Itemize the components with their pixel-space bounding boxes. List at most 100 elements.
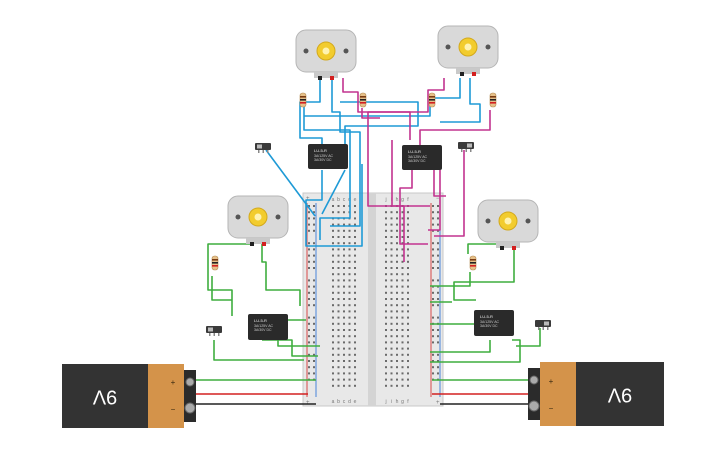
breadboard-hole[interactable] bbox=[354, 304, 356, 307]
breadboard-hole[interactable] bbox=[337, 322, 340, 325]
breadboard-hole[interactable] bbox=[385, 378, 387, 381]
breadboard-hole[interactable] bbox=[407, 217, 409, 220]
breadboard-hole[interactable] bbox=[385, 267, 387, 269]
breadboard-hole[interactable] bbox=[354, 353, 356, 356]
breadboard-hole[interactable] bbox=[385, 242, 387, 245]
slide-switch[interactable] bbox=[255, 143, 271, 153]
breadboard-hole[interactable] bbox=[390, 378, 393, 381]
breadboard-hole[interactable] bbox=[396, 223, 398, 226]
breadboard-rail-hole[interactable] bbox=[308, 229, 310, 232]
breadboard-hole[interactable] bbox=[407, 304, 409, 307]
breadboard-rail-hole[interactable] bbox=[313, 322, 315, 325]
breadboard-hole[interactable] bbox=[343, 316, 345, 319]
breadboard-rail-hole[interactable] bbox=[308, 285, 310, 288]
breadboard-hole[interactable] bbox=[401, 378, 404, 381]
breadboard-hole[interactable] bbox=[385, 322, 387, 325]
resistor[interactable] bbox=[489, 92, 497, 108]
breadboard-hole[interactable] bbox=[396, 267, 398, 269]
breadboard-hole[interactable] bbox=[337, 223, 340, 226]
breadboard-hole[interactable] bbox=[407, 316, 409, 319]
breadboard-hole[interactable] bbox=[396, 372, 398, 375]
breadboard-hole[interactable] bbox=[354, 254, 356, 257]
breadboard-hole[interactable] bbox=[348, 229, 351, 232]
breadboard-rail-hole[interactable] bbox=[437, 229, 439, 232]
breadboard-hole[interactable] bbox=[407, 285, 409, 288]
breadboard-hole[interactable] bbox=[401, 285, 404, 288]
breadboard-hole[interactable] bbox=[343, 304, 345, 307]
breadboard-hole[interactable] bbox=[332, 378, 334, 381]
battery-terminal-positive[interactable] bbox=[529, 375, 539, 385]
breadboard-hole[interactable] bbox=[401, 304, 404, 307]
wire[interactable] bbox=[330, 78, 361, 227]
breadboard-rail-hole[interactable] bbox=[432, 229, 434, 232]
breadboard-hole[interactable] bbox=[385, 291, 387, 294]
wire[interactable] bbox=[430, 339, 521, 363]
breadboard-hole[interactable] bbox=[348, 322, 351, 325]
slide-switch[interactable] bbox=[206, 326, 222, 336]
breadboard-hole[interactable] bbox=[332, 211, 334, 214]
breadboard-hole[interactable] bbox=[401, 291, 404, 294]
breadboard-hole[interactable] bbox=[390, 254, 393, 257]
breadboard-hole[interactable] bbox=[343, 242, 345, 245]
breadboard-hole[interactable] bbox=[337, 384, 340, 387]
wire[interactable] bbox=[303, 104, 351, 240]
breadboard-rail-hole[interactable] bbox=[308, 372, 310, 375]
resistor[interactable] bbox=[359, 92, 367, 108]
breadboard-hole[interactable] bbox=[385, 366, 387, 369]
breadboard-rail-hole[interactable] bbox=[432, 267, 434, 269]
breadboard-hole[interactable] bbox=[343, 211, 345, 214]
breadboard-hole[interactable] bbox=[332, 273, 334, 276]
breadboard-hole[interactable] bbox=[343, 298, 345, 300]
breadboard-rail-hole[interactable] bbox=[437, 205, 439, 207]
breadboard-hole[interactable] bbox=[337, 304, 340, 307]
breadboard-hole[interactable] bbox=[343, 285, 345, 288]
breadboard-rail-hole[interactable] bbox=[437, 366, 439, 369]
breadboard-hole[interactable] bbox=[337, 353, 340, 356]
wire[interactable] bbox=[213, 340, 304, 361]
breadboard-hole[interactable] bbox=[401, 223, 404, 226]
breadboard-rail-hole[interactable] bbox=[313, 304, 315, 307]
breadboard-hole[interactable] bbox=[401, 335, 404, 338]
breadboard-hole[interactable] bbox=[348, 223, 351, 226]
breadboard-hole[interactable] bbox=[343, 378, 345, 381]
relay-bottom-right[interactable]: LU-5-R 3A/125V AC 3A/30V DC bbox=[474, 310, 514, 336]
breadboard-hole[interactable] bbox=[396, 229, 398, 232]
breadboard-hole[interactable] bbox=[354, 285, 356, 288]
breadboard-hole[interactable] bbox=[348, 372, 351, 375]
breadboard-hole[interactable] bbox=[332, 347, 334, 350]
breadboard-rail-hole[interactable] bbox=[432, 279, 434, 282]
breadboard-hole[interactable] bbox=[401, 217, 404, 220]
breadboard-hole[interactable] bbox=[390, 329, 393, 331]
relay-top-right[interactable]: LU-5-R 3A/125V AC 3A/30V DC bbox=[402, 145, 442, 170]
breadboard-hole[interactable] bbox=[390, 211, 393, 214]
breadboard-hole[interactable] bbox=[354, 248, 356, 251]
breadboard-hole[interactable] bbox=[337, 242, 340, 245]
breadboard-hole[interactable] bbox=[385, 211, 387, 214]
breadboard-hole[interactable] bbox=[348, 248, 351, 251]
breadboard-rail-hole[interactable] bbox=[432, 217, 434, 220]
breadboard-hole[interactable] bbox=[343, 205, 345, 207]
breadboard-rail-hole[interactable] bbox=[308, 353, 310, 356]
breadboard-hole[interactable] bbox=[407, 211, 409, 214]
breadboard-hole[interactable] bbox=[354, 279, 356, 282]
breadboard-hole[interactable] bbox=[385, 341, 387, 344]
breadboard-rail-hole[interactable] bbox=[432, 316, 434, 319]
breadboard-rail-hole[interactable] bbox=[437, 353, 439, 356]
motor-top-left[interactable] bbox=[295, 29, 357, 80]
breadboard-rail-hole[interactable] bbox=[313, 366, 315, 369]
breadboard-hole[interactable] bbox=[354, 223, 356, 226]
breadboard-hole[interactable] bbox=[354, 384, 356, 387]
breadboard-hole[interactable] bbox=[385, 298, 387, 300]
breadboard-hole[interactable] bbox=[354, 341, 356, 344]
breadboard-hole[interactable] bbox=[354, 205, 356, 207]
breadboard-rail-hole[interactable] bbox=[437, 335, 439, 338]
breadboard-hole[interactable] bbox=[337, 372, 340, 375]
breadboard-hole[interactable] bbox=[385, 304, 387, 307]
breadboard-hole[interactable] bbox=[354, 217, 356, 220]
breadboard-hole[interactable] bbox=[348, 310, 351, 313]
wire[interactable] bbox=[440, 78, 481, 123]
breadboard-hole[interactable] bbox=[354, 322, 356, 325]
breadboard-hole[interactable] bbox=[385, 353, 387, 356]
wire[interactable] bbox=[361, 108, 380, 119]
breadboard-hole[interactable] bbox=[348, 298, 351, 300]
